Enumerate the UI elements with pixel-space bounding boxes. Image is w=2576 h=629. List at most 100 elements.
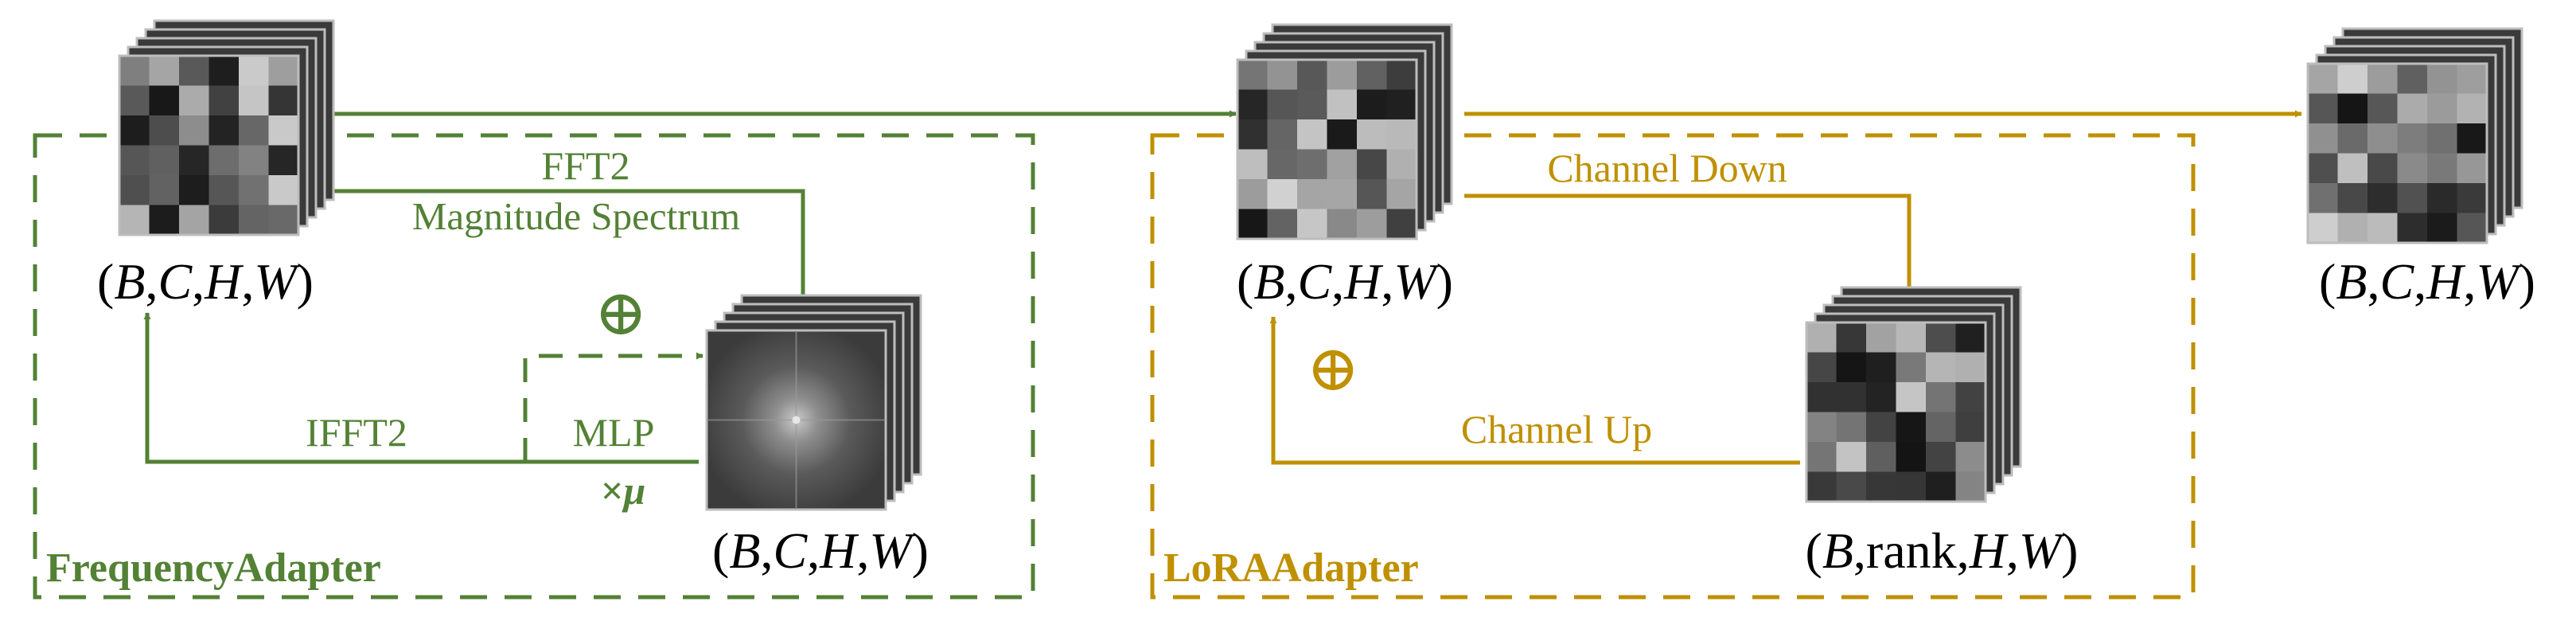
feature-cell	[1955, 322, 1986, 353]
shape-token: H	[1969, 522, 2009, 579]
shape-token: ,	[1853, 522, 1866, 579]
output-feature-map	[2306, 27, 2523, 244]
shape-token: C	[773, 522, 808, 579]
feature-cell	[119, 56, 150, 86]
feature-cell	[179, 205, 209, 236]
feature-cell	[119, 85, 150, 116]
feature-cell	[2337, 123, 2368, 154]
feature-cell	[1836, 382, 1867, 412]
shape-token: ,	[2006, 522, 2019, 579]
feature-cell	[179, 85, 209, 116]
feature-cell	[1866, 471, 1896, 502]
feature-cell	[2397, 183, 2428, 213]
shape-token: B	[1253, 253, 1284, 310]
feature-cell	[1297, 149, 1327, 180]
feature-cell	[1267, 149, 1298, 180]
feature-cell	[239, 115, 269, 146]
shape-token: ,	[1381, 253, 1393, 310]
feature-cell	[1327, 119, 1358, 150]
feature-cell	[2457, 123, 2488, 154]
fft2-arrow	[330, 189, 807, 305]
feature-cell	[2337, 213, 2368, 244]
feature-cell	[1297, 60, 1327, 90]
feature-cell	[1896, 322, 1927, 353]
feature-cell	[1297, 119, 1327, 150]
feature-cell	[239, 56, 269, 86]
feature-cell	[2337, 93, 2368, 124]
feature-cell	[1267, 119, 1298, 150]
feature-cell	[2397, 213, 2428, 244]
feature-cell	[268, 56, 299, 86]
shape-token: C	[2379, 253, 2414, 310]
ifft2-arrow	[143, 312, 699, 464]
feature-cell	[1237, 119, 1268, 150]
frequency-adapter-box	[33, 133, 1035, 600]
shape-token: )	[1436, 253, 1453, 310]
front-layer-border	[118, 54, 300, 236]
shape-token: H	[204, 253, 244, 310]
channel-down-label: Channel Down	[1547, 146, 1787, 190]
shape-token: ,	[145, 253, 158, 310]
feature-cell	[179, 175, 209, 205]
feature-cell	[1806, 352, 1837, 383]
feature-cell	[1926, 442, 1956, 472]
shape-token: ,	[2463, 253, 2476, 310]
feature-cell	[1386, 89, 1417, 120]
feature-cell	[208, 175, 240, 205]
shape-annotations: (B,C,H,W) (B,C,H,W) (B,C,H,W) (B,C,H,W) …	[97, 253, 2535, 579]
feature-cell	[268, 115, 299, 146]
front-layer	[1236, 58, 1418, 240]
shape-token: ,	[2367, 253, 2379, 310]
shape-token: H	[819, 522, 859, 579]
feature-cell	[2397, 93, 2428, 124]
feature-cell	[208, 145, 240, 176]
feature-cell	[1896, 352, 1927, 383]
feature-cell	[1327, 89, 1358, 120]
feature-cell	[1836, 322, 1867, 353]
feature-cell	[1297, 89, 1327, 120]
feature-cell	[119, 175, 150, 205]
shape-token: W	[2476, 253, 2523, 310]
feature-cell	[239, 85, 269, 116]
middle-shape-label: (B,C,H,W)	[1237, 253, 1453, 310]
feature-cell	[1386, 209, 1417, 240]
feature-cell	[2368, 123, 2398, 154]
feature-cell	[239, 145, 269, 176]
output-shape-label: (B,C,H,W)	[2319, 253, 2535, 310]
feature-cell	[149, 56, 180, 86]
shape-token: ,	[2414, 253, 2426, 310]
feature-cell	[2368, 93, 2398, 124]
feature-cell	[149, 85, 180, 116]
feature-cell	[2337, 153, 2368, 184]
feature-cell	[2368, 64, 2398, 94]
feature-cell	[1237, 89, 1268, 120]
feature-cell	[2308, 64, 2338, 94]
feature-cell	[2368, 213, 2398, 244]
feature-cell	[268, 85, 299, 116]
feature-cell	[239, 205, 269, 236]
feature-cell	[1955, 442, 1986, 472]
feature-cell	[1386, 119, 1417, 150]
feature-cell	[2337, 183, 2368, 213]
feature-cell	[1237, 149, 1268, 180]
feature-cell	[2368, 153, 2398, 184]
feature-cell	[1926, 322, 1956, 353]
feature-cell	[239, 175, 269, 205]
mu-scale-label: ×μ	[601, 468, 645, 513]
shape-token: H	[1343, 253, 1384, 310]
feature-cell	[179, 56, 209, 86]
shape-token: ,	[760, 522, 773, 579]
shape-token: ,	[1957, 522, 1970, 579]
shape-token: (	[1237, 253, 1253, 310]
oplus-gold-symbol: ⊕	[1306, 334, 1359, 404]
feature-cell	[2397, 123, 2428, 154]
feature-cell	[1237, 209, 1268, 240]
feature-cell	[149, 145, 180, 176]
feature-cell	[1806, 322, 1837, 353]
shape-token: ,	[1331, 253, 1344, 310]
front-layer	[705, 329, 887, 511]
front-layer-border	[2306, 62, 2488, 244]
channel-up-label: Channel Up	[1461, 407, 1652, 451]
feature-cell	[1357, 89, 1387, 120]
